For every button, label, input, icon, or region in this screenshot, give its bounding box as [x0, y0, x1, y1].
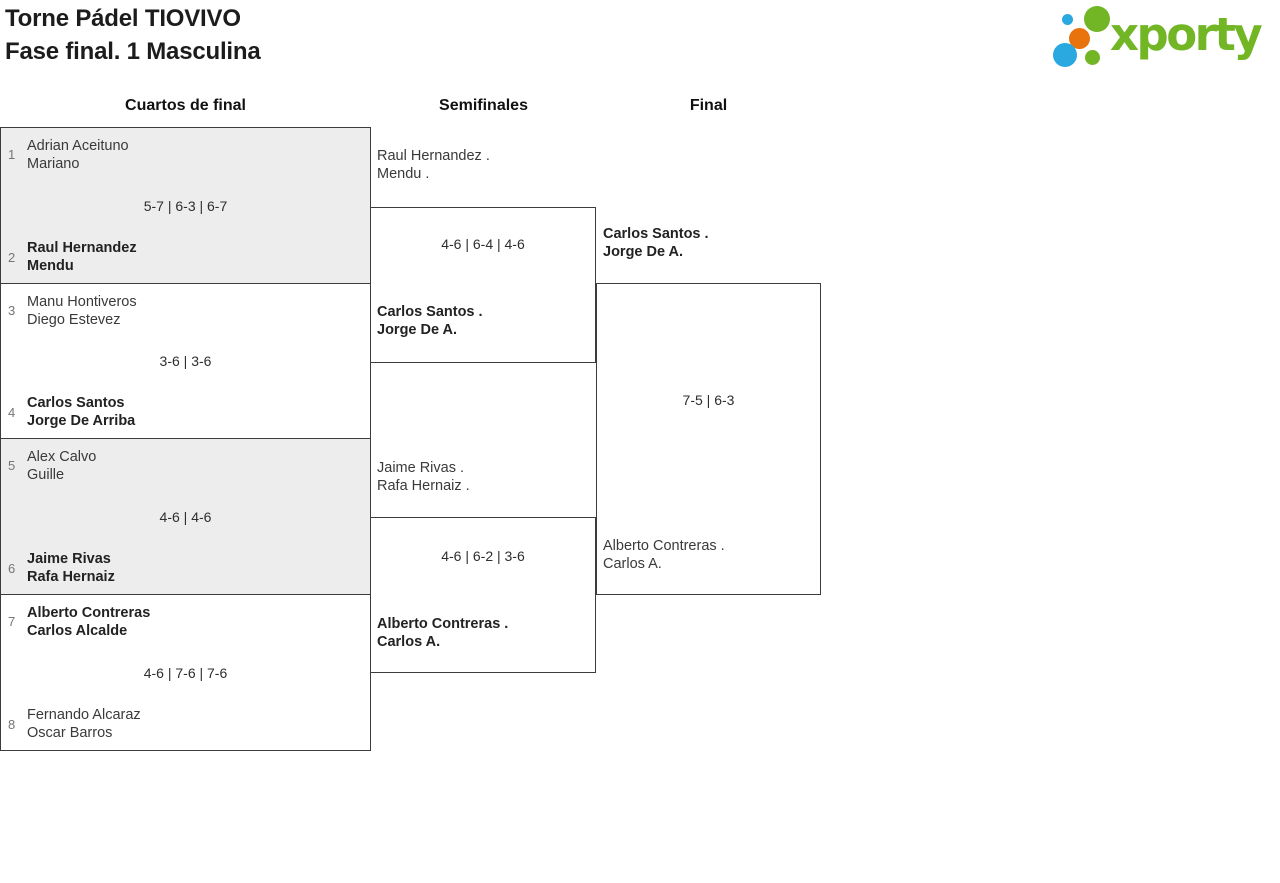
- quarterfinal-match-4: 7 Alberto Contreras Carlos Alcalde 4-6 |…: [0, 594, 371, 751]
- match-score: 4-6 | 6-4 | 4-6: [441, 236, 525, 252]
- logo-wordmark: xporty: [1110, 8, 1263, 61]
- final-match-box: [596, 283, 821, 595]
- team-pair-winner: Carlos Santos . Jorge De A.: [377, 303, 483, 339]
- seed-number: 1: [8, 147, 16, 162]
- team-pair-winner: Carlos Santos . Jorge De A.: [603, 225, 709, 261]
- team-pair: Alex Calvo Guille: [27, 448, 96, 484]
- player-name: Carlos Alcalde: [27, 623, 128, 639]
- team-pair-winner: Raul Hernandez Mendu: [27, 239, 137, 275]
- team-pair: Manu Hontiveros Diego Estevez: [27, 293, 137, 329]
- logo-dot-green-large: [1084, 6, 1110, 32]
- player-name: Jorge De A.: [603, 244, 684, 260]
- seed-number: 8: [8, 717, 16, 732]
- player-name: Oscar Barros: [27, 725, 113, 741]
- player-name: Guille: [27, 467, 65, 483]
- quarterfinal-match-3: 5 Alex Calvo Guille 4-6 | 4-6 6 Jaime Ri…: [0, 438, 371, 595]
- player-name: Mendu .: [377, 166, 430, 182]
- player-name: Fernando Alcaraz: [27, 707, 141, 723]
- team-pair: Jaime Rivas . Rafa Hernaiz .: [377, 459, 470, 495]
- seed-number: 4: [8, 405, 16, 420]
- team-pair-winner: Jaime Rivas Rafa Hernaiz: [27, 550, 115, 586]
- round-header-semifinals: Semifinales: [439, 97, 528, 114]
- player-name: Mariano: [27, 156, 80, 172]
- player-name: Carlos Santos .: [603, 226, 709, 242]
- team-pair: Raul Hernandez . Mendu .: [377, 147, 490, 183]
- team-pair: Adrian Aceituno Mariano: [27, 137, 129, 173]
- logo-dot-blue-large: [1053, 43, 1077, 67]
- player-name: Alberto Contreras .: [377, 616, 509, 632]
- player-name: Carlos Santos .: [377, 304, 483, 320]
- round-header-quarterfinals: Cuartos de final: [125, 97, 246, 114]
- match-score: 4-6 | 4-6: [159, 508, 212, 525]
- logo-dot-orange: [1069, 28, 1090, 49]
- semifinal-match-2-box: [370, 517, 596, 673]
- player-name: Jaime Rivas: [27, 551, 111, 567]
- player-name: Carlos Santos: [27, 395, 125, 411]
- player-name: Mendu: [27, 258, 74, 274]
- player-name: Jaime Rivas .: [377, 460, 465, 476]
- seed-number: 5: [8, 458, 16, 473]
- player-name: Raul Hernandez .: [377, 148, 490, 164]
- team-pair: Fernando Alcaraz Oscar Barros: [27, 706, 141, 742]
- player-name: Carlos A.: [377, 634, 441, 650]
- round-header-final: Final: [689, 97, 728, 114]
- seed-number: 2: [8, 250, 16, 265]
- player-name: Jorge De Arriba: [27, 413, 136, 429]
- player-name: Carlos A.: [603, 556, 662, 572]
- player-name: Raul Hernandez: [27, 240, 137, 256]
- team-pair: Alberto Contreras . Carlos A.: [603, 537, 725, 573]
- seed-number: 3: [8, 303, 16, 318]
- player-name: Adrian Aceituno: [27, 138, 129, 154]
- player-name: Alberto Contreras .: [603, 538, 725, 554]
- player-name: Alberto Contreras: [27, 605, 151, 621]
- match-score: 4-6 | 6-2 | 3-6: [441, 548, 525, 564]
- logo-dot-green-small: [1085, 50, 1100, 65]
- match-score: 3-6 | 3-6: [159, 353, 212, 369]
- seed-number: 7: [8, 614, 16, 629]
- player-name: Rafa Hernaiz: [27, 569, 115, 585]
- quarterfinal-match-2: 3 Manu Hontiveros Diego Estevez 3-6 | 3-…: [0, 283, 371, 439]
- team-pair-winner: Carlos Santos Jorge De Arriba: [27, 394, 135, 430]
- match-score: 5-7 | 6-3 | 6-7: [143, 197, 228, 214]
- tournament-name: Torne Pádel TIOVIVO: [5, 5, 241, 32]
- seed-number: 6: [8, 561, 16, 576]
- semifinal-match-1-box: [370, 207, 596, 363]
- player-name: Manu Hontiveros: [27, 294, 137, 310]
- page-title: Torne Pádel TIOVIVO Fase final. 1 Mascul…: [5, 2, 261, 68]
- quarterfinal-match-1: 1 Adrian Aceituno Mariano 5-7 | 6-3 | 6-…: [0, 127, 371, 284]
- player-name: Jorge De A.: [377, 322, 458, 338]
- team-pair-winner: Alberto Contreras . Carlos A.: [377, 615, 508, 651]
- phase-category: Fase final. 1 Masculina: [5, 38, 261, 65]
- player-name: Rafa Hernaiz .: [377, 478, 470, 494]
- player-name: Alex Calvo: [27, 449, 97, 465]
- match-score: 7-5 | 6-3: [682, 392, 735, 408]
- team-pair-winner: Alberto Contreras Carlos Alcalde: [27, 604, 150, 640]
- logo-dot-blue-small: [1062, 14, 1073, 25]
- player-name: Diego Estevez: [27, 312, 121, 328]
- match-score: 4-6 | 7-6 | 7-6: [143, 664, 228, 681]
